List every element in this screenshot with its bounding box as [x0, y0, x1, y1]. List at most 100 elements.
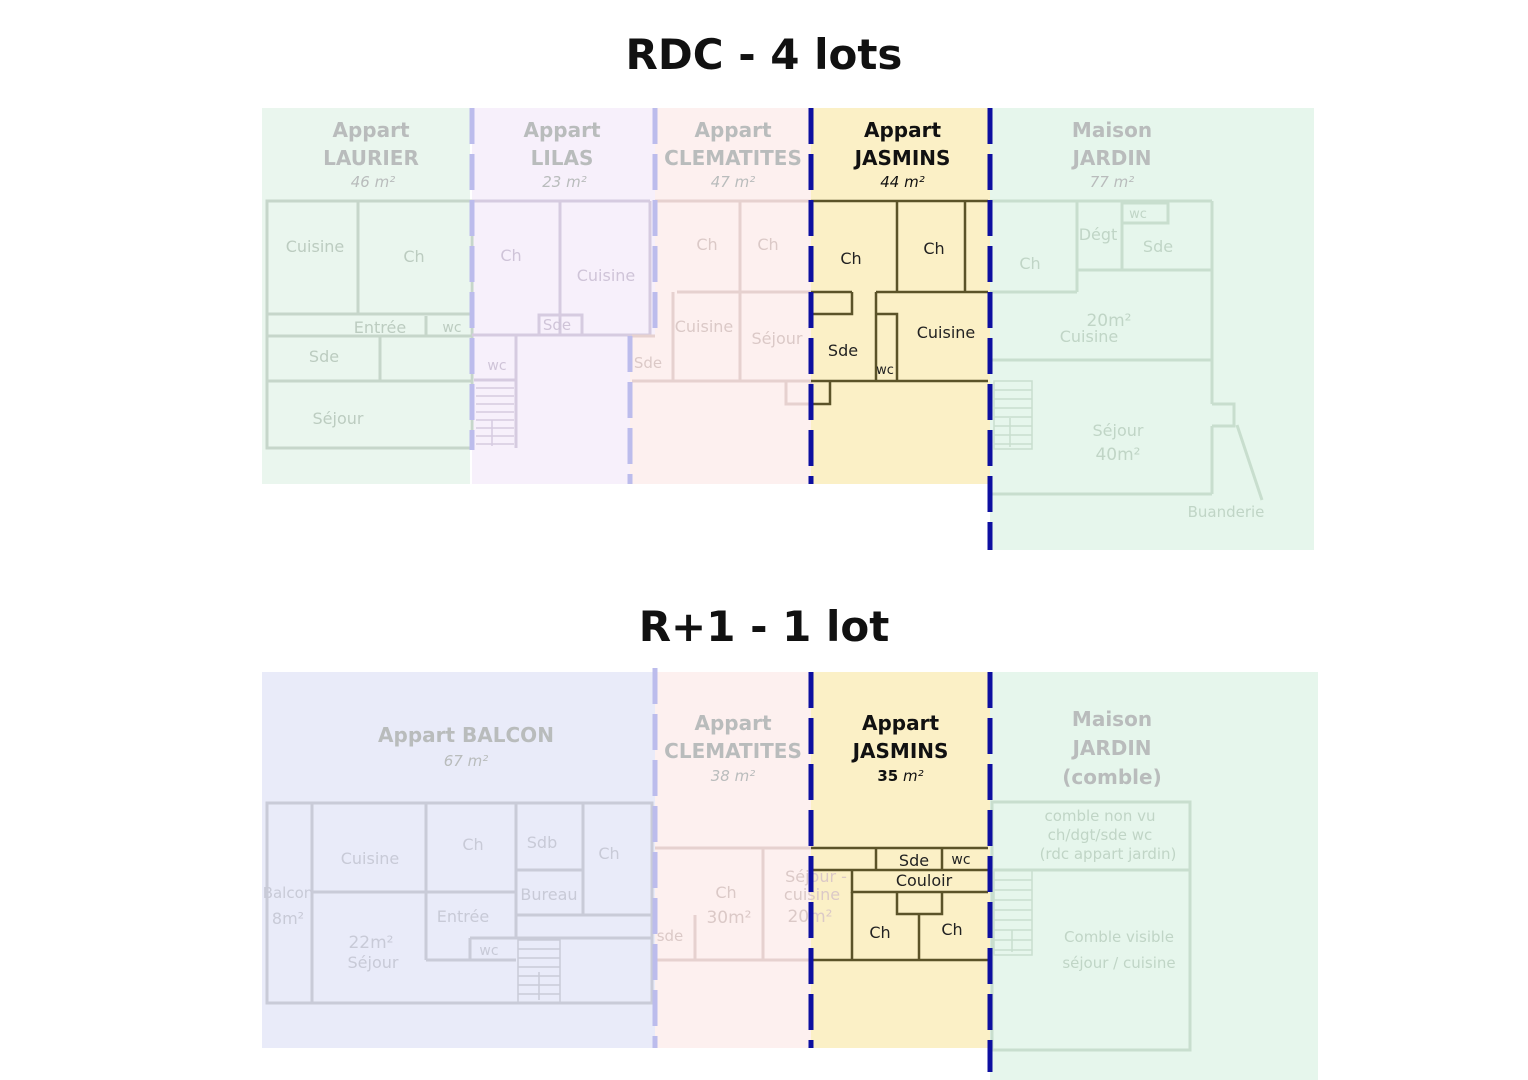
- r1-jasmins-walls: [811, 846, 988, 962]
- r1-jardin-labels: comble non vu ch/dgt/sde wc (rdc appart …: [1040, 807, 1177, 972]
- r1-title: R+1 - 1 lot: [638, 602, 890, 651]
- laurier-labels: Cuisine Ch Entrée wc Sde Séjour: [286, 237, 462, 428]
- zone-jardin: [990, 108, 1314, 550]
- room-label: Sde: [828, 341, 858, 360]
- room-label: Ch: [500, 246, 521, 265]
- room-label: Sde: [1143, 237, 1173, 256]
- room-label: wc: [876, 363, 894, 378]
- r1-jardin-stairs: [993, 869, 1033, 956]
- room-label: Cuisine: [341, 849, 400, 868]
- zone-clematites-ext: [630, 336, 655, 484]
- room-label: Sde: [634, 354, 662, 372]
- zone-laurier: [262, 108, 470, 484]
- room-label: Ch: [941, 920, 962, 939]
- room-label: Ch: [869, 923, 890, 942]
- jardin-stairs: [993, 380, 1033, 450]
- room-label: Cuisine: [577, 266, 636, 285]
- room-label: Ch: [403, 247, 424, 266]
- room-label: wc: [442, 320, 461, 336]
- room-label: Entrée: [354, 318, 406, 337]
- r1-jasmins-labels: Sde wc Couloir Ch Ch: [869, 851, 970, 942]
- room-label: Ch: [696, 235, 717, 254]
- room-label: Dégt: [1079, 225, 1118, 244]
- room-label: Sde: [309, 347, 339, 366]
- lot-jardin-area: 77 m²: [1089, 173, 1135, 191]
- lot-balcon-area: 67 m²: [443, 752, 489, 770]
- balcon-walls: [265, 801, 654, 1005]
- zone-r1-jardin: [990, 672, 1318, 1080]
- room-label: Séjour: [752, 329, 803, 348]
- zone-balcon: [262, 672, 655, 1048]
- zone-lilas: [472, 108, 655, 484]
- room-label: wc: [951, 852, 970, 868]
- clematites-walls: [632, 199, 813, 406]
- room-label: Séjour: [313, 409, 364, 428]
- room-label: Cuisine: [917, 323, 976, 342]
- room-label: Sde: [899, 851, 929, 870]
- room-label: Entrée: [437, 907, 489, 926]
- room-label: Ch: [923, 239, 944, 258]
- zone-clematites: [655, 108, 811, 484]
- lot-r1-clematites-area: 38 m²: [710, 767, 756, 785]
- room-label: Comble visible: [1064, 928, 1174, 946]
- jardin-walls: [990, 199, 1264, 501]
- room-label: 8m²: [272, 909, 304, 928]
- room-label: Sde: [543, 316, 571, 334]
- room-label: séjour / cuisine: [1062, 954, 1175, 972]
- room-label: 30m²: [706, 908, 751, 928]
- r1-jardin-walls: [990, 800, 1192, 1052]
- room-label: Séjour: [348, 953, 399, 972]
- room-label: cuisine: [784, 885, 840, 904]
- lot-lilas-area: 23 m²: [542, 173, 587, 191]
- lot-jasmins-area: 44 m²: [880, 173, 925, 191]
- room-label: Couloir: [896, 871, 953, 890]
- room-label: 22m²: [348, 933, 393, 953]
- room-label: Buanderie: [1188, 503, 1265, 521]
- lot-balcon-name: Appart BALCON: [378, 723, 554, 747]
- room-label: comble non vu: [1044, 807, 1155, 825]
- r1-clematites-labels: Ch 30m² Séjour - cuisine 20m² sde: [657, 867, 847, 945]
- room-label: Cuisine: [675, 317, 734, 336]
- room-label: sde: [657, 927, 684, 945]
- room-label: (rdc appart jardin): [1040, 845, 1177, 863]
- room-label: wc: [1129, 207, 1147, 222]
- r1-clematites-walls: [655, 846, 811, 962]
- room-label: Cuisine: [286, 237, 345, 256]
- room-label: Balcon: [263, 884, 314, 902]
- jasmins-labels: Ch Ch Sde wc Cuisine: [828, 239, 975, 378]
- room-label: Ch: [462, 835, 483, 854]
- room-label: Ch: [1019, 254, 1040, 273]
- room-label: Bureau: [520, 885, 577, 904]
- balcon-stairs: [517, 939, 561, 1004]
- room-label: Séjour: [1093, 421, 1144, 440]
- lilas-labels: Ch Cuisine Sde wc: [487, 246, 635, 374]
- lilas-walls: [472, 199, 652, 448]
- room-label: Ch: [598, 844, 619, 863]
- r1-dividers: [652, 668, 993, 1072]
- clematites-labels: Ch Ch Cuisine Séjour Sde: [634, 235, 803, 372]
- balcon-labels: Cuisine Ch Sdb Ch Balcon 8m² 22m² Séjour…: [263, 833, 620, 972]
- rdc-title: RDC - 4 lots: [625, 30, 903, 79]
- zone-r1-clematites: [655, 672, 811, 1048]
- room-label: wc: [487, 358, 506, 374]
- zone-jasmins: [811, 108, 990, 484]
- rdc-dividers: [469, 108, 993, 550]
- room-label: ch/dgt/sde wc: [1048, 826, 1153, 844]
- jardin-labels: Ch Dégt wc Sde 20m² Cuisine Séjour 40m² …: [1019, 207, 1264, 521]
- room-label: Ch: [757, 235, 778, 254]
- room-label: Sdb: [527, 833, 557, 852]
- lot-r1-jasmins-area: 35 m²: [877, 767, 924, 785]
- room-label: Ch: [840, 249, 861, 268]
- jasmins-walls: [811, 199, 988, 406]
- room-label: Cuisine: [1060, 327, 1119, 346]
- room-label: 20m²: [1086, 311, 1131, 331]
